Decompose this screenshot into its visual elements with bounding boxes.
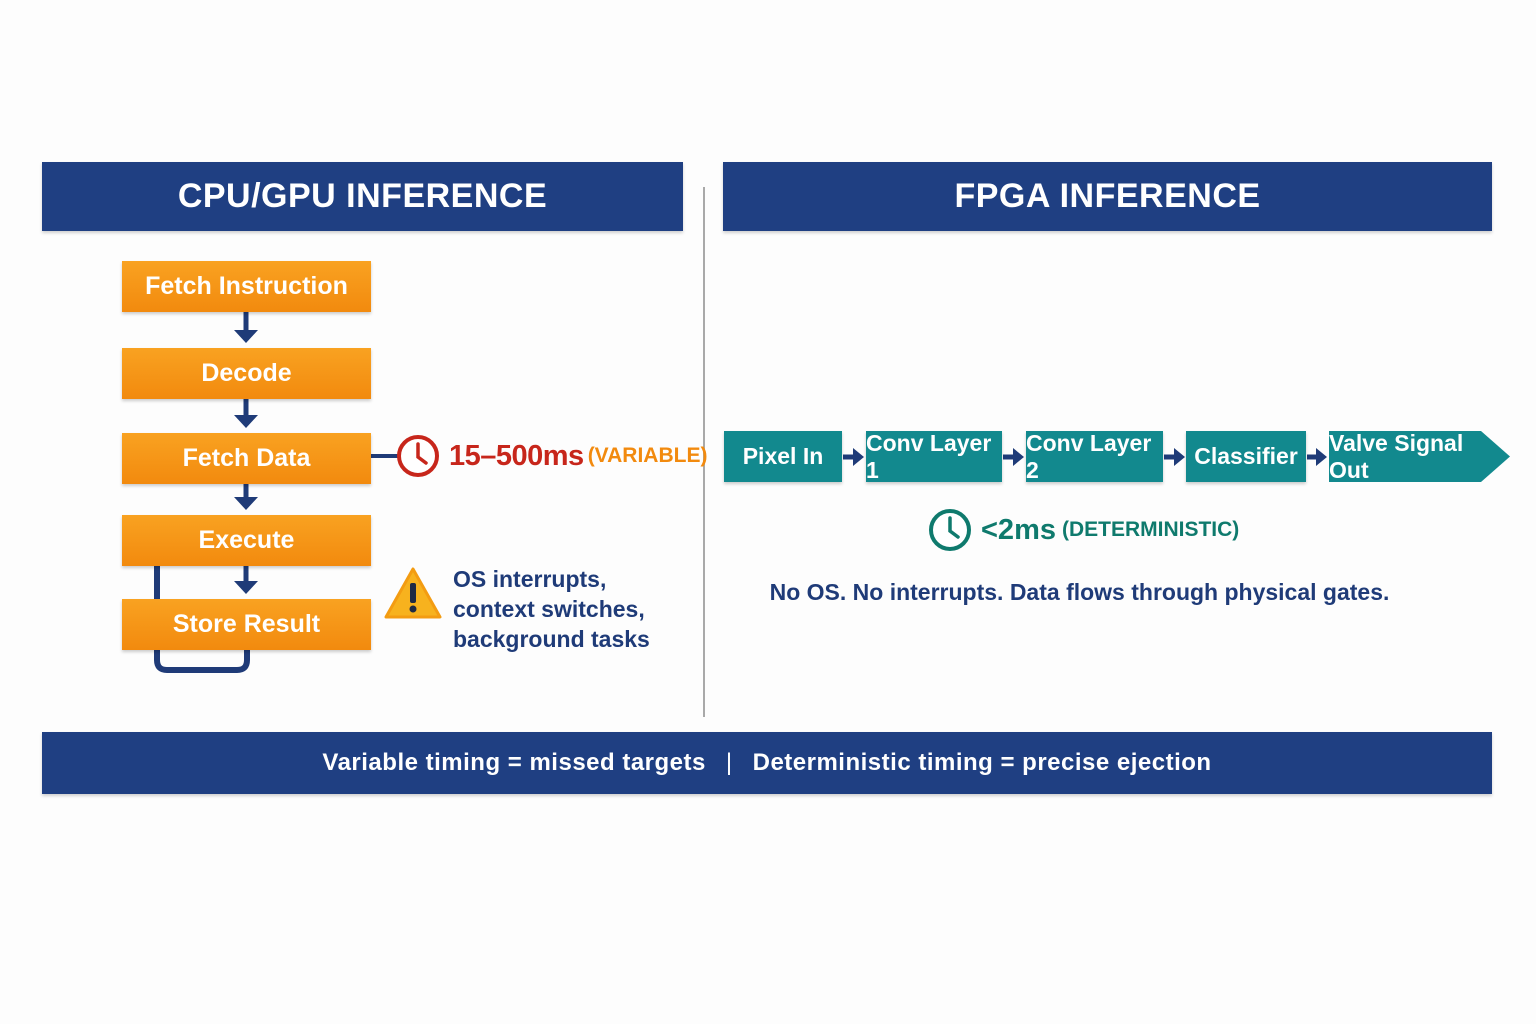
stage-valve-signal-out: Valve Signal Out — [1329, 429, 1511, 483]
clock-icon — [397, 435, 439, 477]
summary-separator: | — [725, 749, 733, 776]
cpu-gpu-title: CPU/GPU INFERENCE — [177, 177, 548, 215]
step-fetch-data: Fetch Data — [122, 433, 371, 484]
fpga-latency-note: (DETERMINISTIC) — [1061, 518, 1240, 541]
right-arrow — [1307, 448, 1327, 466]
stage-classifier: Classifier — [1186, 431, 1306, 482]
stage-conv-layer-2: Conv Layer 2 — [1026, 429, 1163, 483]
summary-bar: Variable timing = missed targets | Deter… — [42, 732, 1492, 794]
right-arrow — [843, 448, 864, 466]
fpga-title: FPGA INFERENCE — [954, 177, 1261, 215]
cpu-latency: 15–500ms (VARIABLE) — [396, 433, 707, 479]
stage-pixel-in: Pixel In — [724, 431, 842, 482]
right-arrow — [1164, 448, 1185, 466]
cpu-latency-value: 15–500ms — [449, 439, 584, 472]
summary-right: Deterministic timing = precise ejection — [752, 749, 1212, 776]
right-arrow — [1003, 448, 1024, 466]
step-decode: Decode — [122, 348, 371, 399]
warning-icon — [384, 567, 442, 619]
fpga-header: FPGA INFERENCE — [723, 162, 1492, 231]
fpga-latency-value: <2ms — [981, 513, 1056, 546]
step-label: Fetch Instruction — [145, 272, 348, 300]
step-label: Execute — [198, 526, 295, 554]
warning-line: OS interrupts, — [453, 566, 607, 592]
fpga-latency: <2ms (DETERMINISTIC) — [928, 506, 1239, 554]
warning-text: OS interrupts, context switches, backgro… — [453, 564, 650, 654]
down-arrow — [234, 484, 258, 510]
step-execute: Execute — [122, 515, 371, 566]
step-label: Fetch Data — [182, 444, 311, 472]
clock-icon — [929, 509, 971, 551]
interrupt-warning: OS interrupts, context switches, backgro… — [383, 566, 650, 654]
step-label: Decode — [201, 359, 292, 387]
cpu-latency-note: (VARIABLE) — [587, 444, 708, 467]
step-label: Store Result — [172, 610, 321, 638]
loop-back-connector — [154, 566, 250, 673]
step-fetch-instruction: Fetch Instruction — [122, 261, 371, 312]
cpu-gpu-header: CPU/GPU INFERENCE — [42, 162, 683, 231]
output-arrow-shape — [1329, 431, 1510, 482]
stage-label: Valve Signal Out — [1329, 429, 1464, 483]
step-store-result: Store Result — [122, 599, 371, 650]
summary-left: Variable timing = missed targets — [322, 749, 706, 776]
warning-line: context switches, — [453, 596, 645, 622]
stage-label: Pixel In — [742, 443, 824, 469]
down-arrow — [234, 312, 258, 343]
stage-conv-layer-1: Conv Layer 1 — [866, 429, 1002, 483]
down-arrow — [234, 566, 258, 594]
warning-line: background tasks — [453, 626, 650, 652]
down-arrow — [234, 399, 258, 428]
stage-label: Conv Layer 2 — [1026, 429, 1152, 483]
fpga-description: No OS. No interrupts. Data flows through… — [769, 579, 1390, 605]
stage-label: Classifier — [1194, 443, 1298, 469]
stage-label: Conv Layer 1 — [866, 429, 992, 483]
panel-divider — [703, 187, 705, 717]
